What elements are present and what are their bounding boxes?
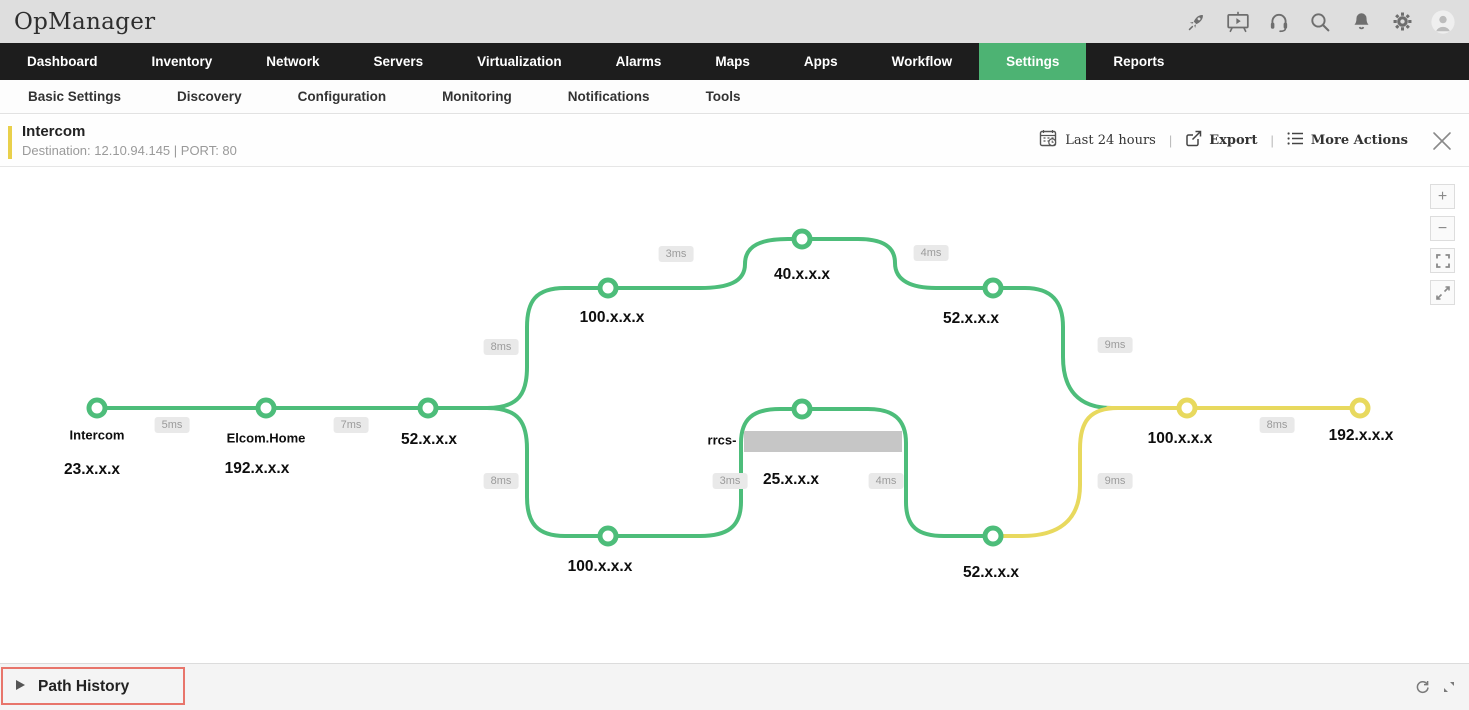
support-headset-icon[interactable] <box>1267 10 1291 34</box>
time-range-label: Last 24 hours <box>1065 133 1156 148</box>
page-header: Intercom Destination: 12.10.94.145 | POR… <box>0 115 1469 167</box>
export-icon <box>1185 130 1202 151</box>
latency-badge: 8ms <box>483 339 519 355</box>
latency-badge: 7ms <box>333 417 369 433</box>
nav-item-alarms[interactable]: Alarms <box>615 54 662 69</box>
hop-node[interactable] <box>982 277 1004 299</box>
more-actions-label: More Actions <box>1310 133 1408 148</box>
search-icon[interactable] <box>1308 10 1332 34</box>
settings-gear-icon[interactable] <box>1390 10 1414 34</box>
path-history-title: Path History <box>38 678 130 695</box>
latency-badge: 9ms <box>1097 337 1133 353</box>
calendar-icon <box>1039 129 1058 152</box>
nav-item-servers[interactable]: Servers <box>373 54 424 69</box>
nav-item-apps[interactable]: Apps <box>803 54 838 69</box>
hop-ip-label: 192.x.x.x <box>1328 427 1394 444</box>
hop-node[interactable] <box>982 525 1004 547</box>
path-edge <box>485 406 1000 538</box>
hop-ip-label: 25.x.x.x <box>762 471 820 488</box>
hop-ip-label: 192.x.x.x <box>224 460 290 477</box>
subnav-item-configuration[interactable]: Configuration <box>297 89 387 104</box>
subnav-item-monitoring[interactable]: Monitoring <box>442 89 512 104</box>
hop-node[interactable] <box>1176 397 1198 419</box>
hop-node[interactable] <box>255 397 277 419</box>
hop-ip-label: 52.x.x.x <box>942 310 1000 327</box>
latency-badge: 5ms <box>154 417 190 433</box>
header-separator: | <box>1270 133 1274 148</box>
close-icon[interactable] <box>1431 130 1453 152</box>
list-menu-icon <box>1287 131 1304 150</box>
hop-hostname-label: Intercom <box>69 427 125 443</box>
main-nav: Dashboard Inventory Network Servers Virt… <box>0 43 1469 80</box>
hop-node[interactable] <box>597 525 619 547</box>
topbar-icon-group <box>1185 9 1455 34</box>
nav-item-virtualization[interactable]: Virtualization <box>477 54 562 69</box>
redacted-hostname <box>744 431 902 452</box>
latency-badge: 4ms <box>868 473 904 489</box>
hop-node[interactable] <box>791 228 813 250</box>
latency-badge: 8ms <box>1259 417 1295 433</box>
latency-badge: 3ms <box>712 473 748 489</box>
resize-panel-icon[interactable] <box>1443 681 1455 693</box>
path-map-svg <box>86 228 1371 547</box>
rocket-icon[interactable] <box>1185 10 1209 34</box>
header-separator: | <box>1168 133 1173 148</box>
hop-node[interactable] <box>597 277 619 299</box>
nav-item-network[interactable]: Network <box>266 54 320 69</box>
nav-item-dashboard[interactable]: Dashboard <box>27 54 98 69</box>
map-zoom-controls: + − <box>1430 184 1455 305</box>
hop-ip-label: 40.x.x.x <box>773 266 831 283</box>
app-logo: OpManager <box>14 8 156 35</box>
fit-to-screen-button[interactable] <box>1430 248 1455 273</box>
hop-ip-label: 23.x.x.x <box>63 461 121 478</box>
path-history-panel: Path History <box>0 663 1469 710</box>
subnav-item-discovery[interactable]: Discovery <box>177 89 242 104</box>
latency-badge: 8ms <box>483 473 519 489</box>
zoom-out-button[interactable]: − <box>1430 216 1455 241</box>
presentation-play-icon[interactable] <box>1226 10 1250 34</box>
hop-node[interactable] <box>86 397 108 419</box>
status-accent-bar <box>8 126 12 159</box>
nav-item-workflow[interactable]: Workflow <box>891 54 953 69</box>
hop-node[interactable] <box>1349 397 1371 419</box>
fullscreen-expand-button[interactable] <box>1430 280 1455 305</box>
page-title: Intercom <box>22 123 86 140</box>
refresh-icon[interactable] <box>1415 680 1430 695</box>
user-avatar[interactable] <box>1431 9 1455 34</box>
top-bar: OpManager <box>0 0 1469 43</box>
export-button[interactable]: Export <box>1185 130 1258 151</box>
subnav-item-tools[interactable]: Tools <box>705 89 741 104</box>
path-edge <box>994 406 1120 538</box>
nav-item-settings[interactable]: Settings <box>979 43 1087 80</box>
hop-hostname-label: Elcom.Home <box>226 430 306 446</box>
latency-badge: 4ms <box>913 245 949 261</box>
latency-badge: 3ms <box>658 246 694 262</box>
subnav-item-notifications[interactable]: Notifications <box>567 89 650 104</box>
export-label: Export <box>1209 133 1258 148</box>
latency-badge: 9ms <box>1097 473 1133 489</box>
sub-nav: Basic Settings Discovery Configuration M… <box>0 80 1469 114</box>
notification-bell-icon[interactable] <box>1349 10 1373 34</box>
subnav-item-basic-settings[interactable]: Basic Settings <box>28 89 122 104</box>
nav-item-inventory[interactable]: Inventory <box>151 54 213 69</box>
nav-item-maps[interactable]: Maps <box>715 54 750 69</box>
zoom-in-button[interactable]: + <box>1430 184 1455 209</box>
time-range-selector[interactable]: Last 24 hours <box>1039 129 1156 152</box>
hop-ip-label: 100.x.x.x <box>579 309 645 326</box>
hop-node[interactable] <box>791 398 813 420</box>
more-actions-button[interactable]: More Actions <box>1287 131 1408 150</box>
hop-node[interactable] <box>417 397 439 419</box>
path-edge <box>485 237 1114 410</box>
hop-ip-label: 100.x.x.x <box>1147 430 1213 447</box>
nav-item-reports[interactable]: Reports <box>1113 54 1165 69</box>
destination-subtitle: Destination: 12.10.94.145 | PORT: 80 <box>22 143 237 158</box>
hop-ip-label: 52.x.x.x <box>962 564 1020 581</box>
hop-ip-label: 52.x.x.x <box>400 431 458 448</box>
hop-ip-label: 100.x.x.x <box>567 558 633 575</box>
path-history-toggle[interactable]: Path History <box>0 664 230 710</box>
expand-triangle-icon <box>16 678 25 696</box>
hop-hostname-label: rrcs- <box>707 432 737 448</box>
path-map-canvas: + − Intercom 23.x.x.x Elcom.Home 192.x.x.x 5… <box>0 167 1469 663</box>
